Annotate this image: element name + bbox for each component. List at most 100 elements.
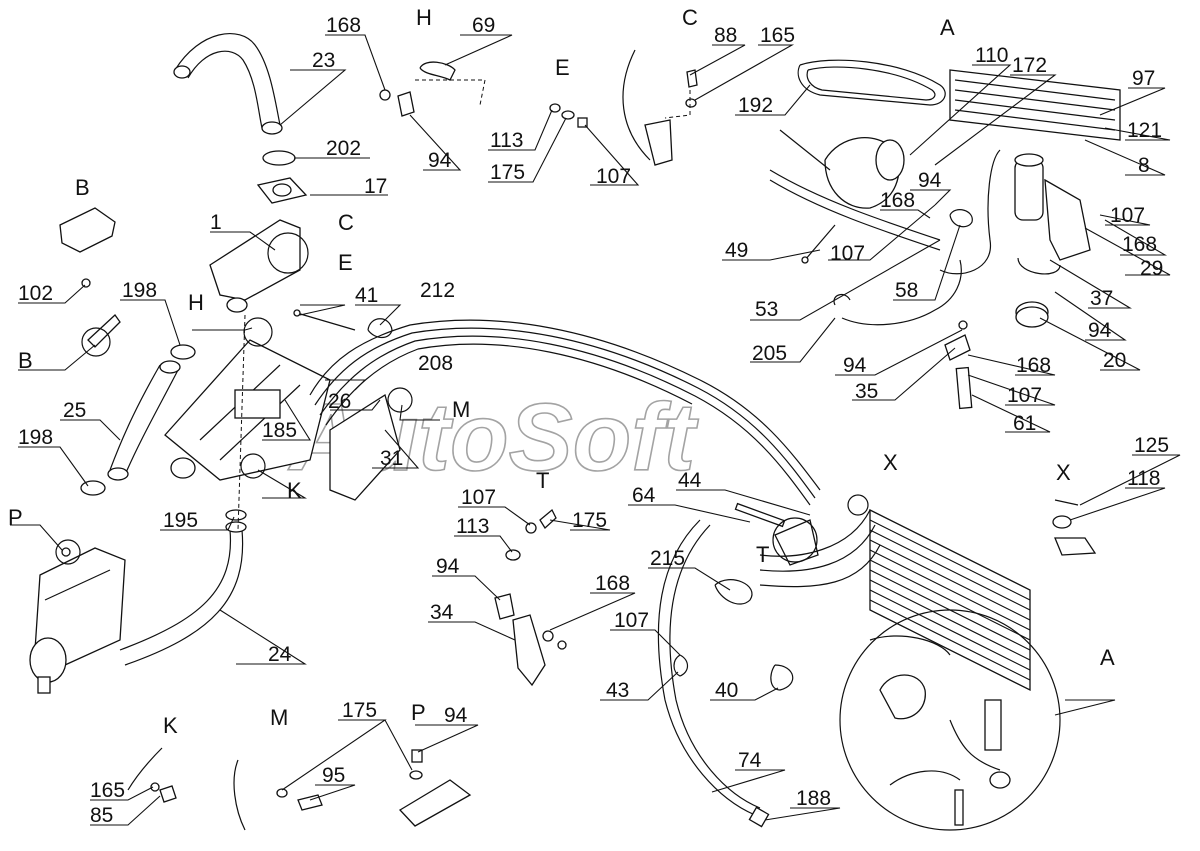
- callout-label: 113: [490, 129, 523, 152]
- callout-label: 165: [90, 779, 125, 802]
- view-letter: H: [188, 290, 204, 315]
- callout-label: 31: [380, 447, 403, 470]
- bracket-1: [209, 219, 301, 301]
- callout-label: 58: [895, 279, 918, 302]
- bolt-88: [686, 69, 698, 88]
- callout-label: 175: [490, 161, 525, 184]
- washer-165-top: [685, 98, 697, 108]
- ring-20: [1015, 301, 1049, 328]
- clamp-215: [714, 579, 753, 605]
- nut-175-t: [539, 508, 557, 530]
- callout-label: 198: [122, 279, 157, 302]
- callout-label: 35: [855, 380, 878, 403]
- hoses-to-condenser: [759, 509, 881, 588]
- clamp-205: [833, 259, 962, 326]
- hose-74: [657, 519, 761, 816]
- pin-125: [1054, 499, 1079, 506]
- hose-23: [173, 32, 283, 135]
- callout-label: 185: [262, 419, 297, 442]
- nut-107-low: [557, 640, 567, 650]
- bracket-35: [944, 334, 971, 361]
- callout-label: 34: [430, 601, 454, 624]
- callout-label: 94: [1088, 319, 1112, 342]
- callout-label: 29: [1140, 257, 1163, 280]
- detail-p: [398, 749, 472, 827]
- callout-label: 168: [326, 14, 361, 37]
- callout-label: 205: [752, 342, 787, 365]
- callout-label: 113: [456, 515, 489, 538]
- clip-43: [673, 654, 689, 677]
- clamp-195: [225, 509, 247, 521]
- detail-k: [127, 747, 177, 803]
- clip-b-detail: [59, 207, 116, 253]
- callout-label: 125: [1134, 434, 1169, 457]
- callout-label: 69: [472, 14, 495, 37]
- callout-numbers: 168 69 88 165 110 172 23 97 192 121 113 …: [18, 14, 1169, 827]
- detail-circle-k: [240, 453, 266, 479]
- view-letter: A: [940, 15, 955, 40]
- callout-label: 107: [596, 165, 631, 188]
- screw-102: [81, 278, 91, 288]
- view-letters: H E C A B B C E H K M T T X X A P K M P: [8, 5, 1115, 738]
- view-letter: X: [883, 450, 898, 475]
- heater-unit: [164, 297, 331, 481]
- callout-label: 64: [632, 484, 656, 507]
- fitting-188: [748, 806, 770, 828]
- callout-label: 94: [444, 704, 468, 727]
- fitting-x: [1054, 537, 1097, 556]
- gasket-17: [256, 177, 308, 204]
- condenser: [869, 508, 1031, 692]
- view-letter: B: [18, 348, 33, 373]
- nut-107-top: [577, 117, 588, 128]
- view-letter: H: [416, 5, 432, 30]
- callout-label: 37: [1090, 287, 1113, 310]
- callout-label: 85: [90, 804, 113, 827]
- callout-label: 118: [1127, 467, 1160, 490]
- callout-label: 168: [1122, 233, 1157, 256]
- washer-118: [1052, 515, 1072, 529]
- view-letter: M: [270, 705, 288, 730]
- callout-label: 215: [650, 547, 685, 570]
- view-letter: K: [163, 713, 178, 738]
- clamp-202: [262, 150, 296, 166]
- view-letter: P: [411, 700, 426, 725]
- callout-label: 121: [1127, 119, 1162, 142]
- clamp-37: [1017, 257, 1061, 275]
- sleeve-69: [419, 61, 456, 81]
- view-letter: P: [8, 505, 23, 530]
- washer-175-top: [561, 110, 575, 120]
- callout-label: 202: [326, 137, 361, 160]
- callout-label: 74: [738, 749, 762, 772]
- callout-label: 107: [461, 486, 496, 509]
- callout-label: 172: [1012, 54, 1047, 77]
- receiver-drier: [939, 149, 1044, 275]
- view-letter: C: [338, 210, 354, 235]
- detail-circle-x: [847, 494, 869, 516]
- callout-label: 208: [418, 352, 453, 375]
- bolt-94-top: [397, 91, 415, 117]
- nut-168-mid: [542, 630, 554, 642]
- callout-label: 107: [1007, 384, 1042, 407]
- callout-label: 43: [606, 679, 629, 702]
- view-letter: M: [452, 397, 470, 422]
- callout-label: 195: [163, 509, 198, 532]
- detail-circle-p: [55, 539, 81, 565]
- blower-assembly-p: [29, 547, 126, 694]
- clamp-58: [949, 209, 973, 228]
- callout-label: 94: [843, 354, 867, 377]
- view-letter: B: [75, 175, 90, 200]
- view-letter: A: [1100, 645, 1115, 670]
- callout-label: 41: [355, 284, 378, 307]
- view-letter: E: [338, 250, 353, 275]
- callout-label: 26: [328, 390, 351, 413]
- hose-bundle: [309, 319, 821, 506]
- belt-192: [797, 59, 946, 106]
- screw-168-top: [379, 89, 391, 101]
- view-letter: K: [287, 478, 302, 503]
- detail-circle-c: [267, 232, 309, 274]
- bolt-94-r3: [958, 320, 968, 330]
- leader-lines: [10, 34, 1181, 826]
- callout-label: 107: [1110, 204, 1145, 227]
